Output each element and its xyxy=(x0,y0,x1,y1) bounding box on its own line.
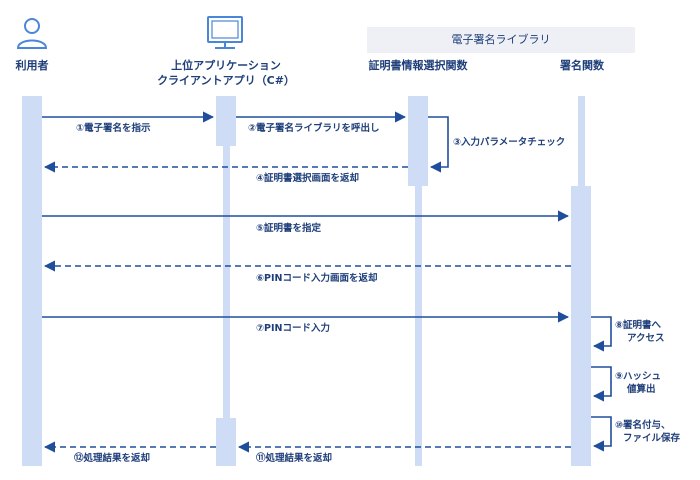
arrow-3 xyxy=(428,116,449,173)
msg-1: ①電子署名を指示 xyxy=(76,123,151,134)
actor-app-line1: 上位アプリケーション xyxy=(171,59,281,72)
arrow-8 xyxy=(591,316,612,352)
msg-7: ⑦PINコード入力 xyxy=(256,323,330,334)
activation-sign-func xyxy=(571,186,591,466)
user-icon xyxy=(16,18,48,49)
note-8-line1: ⑧証明書へ xyxy=(615,320,662,331)
note-10-line1: ⑩署名付与、 xyxy=(615,420,671,431)
lifeline-cert-func xyxy=(415,96,422,466)
msg-6: ⑥PINコード入力画面を返却 xyxy=(256,273,378,284)
actor-sign-func: 署名関数 xyxy=(560,59,604,72)
note-9-line2: 値算出 xyxy=(627,384,656,395)
lifeline-user xyxy=(22,96,42,466)
msg-2: ②電子署名ライブラリを呼出し xyxy=(248,123,380,134)
msg-4: ④証明書選択画面を返却 xyxy=(256,173,360,184)
note-8-line2: アクセス xyxy=(627,333,665,344)
arrow-9 xyxy=(591,366,612,402)
actor-cert-func: 証明書情報選択関数 xyxy=(368,59,468,72)
activation-cert-func xyxy=(408,96,428,186)
msg-5: ⑤証明書を指定 xyxy=(256,223,322,234)
msg-3: ③入力パラメータチェック xyxy=(453,137,566,148)
msg-11: ⑪処理結果を返却 xyxy=(256,453,333,464)
note-10-line2: ファイル保存 xyxy=(623,433,681,444)
actor-user: 利用者 xyxy=(15,59,49,72)
activation-app-1 xyxy=(216,96,236,146)
library-banner: 電子署名ライブラリ xyxy=(367,27,635,53)
note-9-line1: ⑨ハッシュ xyxy=(615,371,662,382)
msg-12: ⑫処理結果を返却 xyxy=(74,453,151,464)
activation-app-2 xyxy=(216,418,236,466)
monitor-icon xyxy=(207,16,243,49)
lifeline-app xyxy=(223,96,230,466)
actor-app-line2: クライアントアプリ（C#） xyxy=(157,74,295,87)
arrow-10 xyxy=(591,416,612,452)
